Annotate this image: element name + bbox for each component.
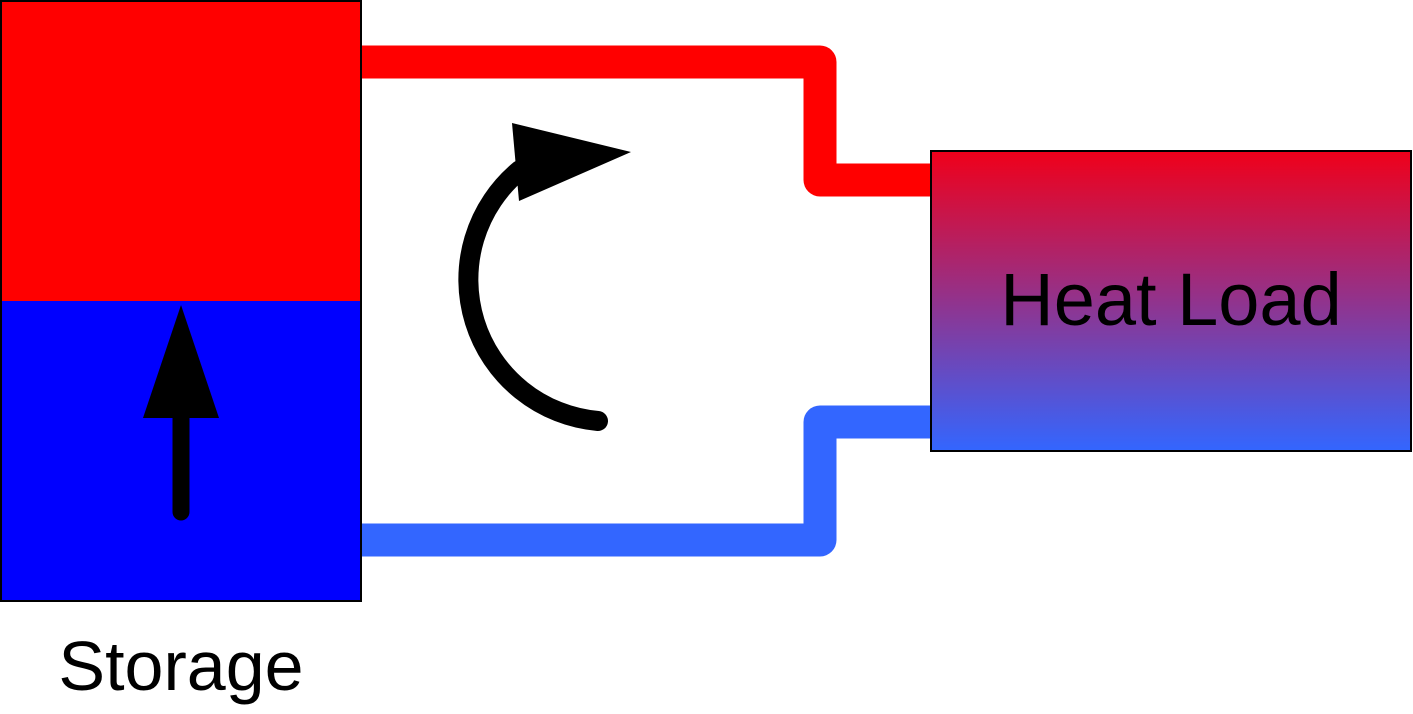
cold-return-pipe [360,405,932,557]
storage-hot-layer [1,1,361,301]
storage-label: Storage [58,627,303,705]
hot-supply-pipe [343,45,957,197]
storage-tank-outline [0,0,362,602]
clockwise-circular-arrow-icon [458,123,631,431]
up-arrow-icon [143,305,219,521]
heat-load-box: Heat Load [930,150,1412,452]
storage-tank [0,0,362,602]
heat-load-label: Heat Load [1000,258,1342,341]
heat-load-rect [930,150,1412,452]
